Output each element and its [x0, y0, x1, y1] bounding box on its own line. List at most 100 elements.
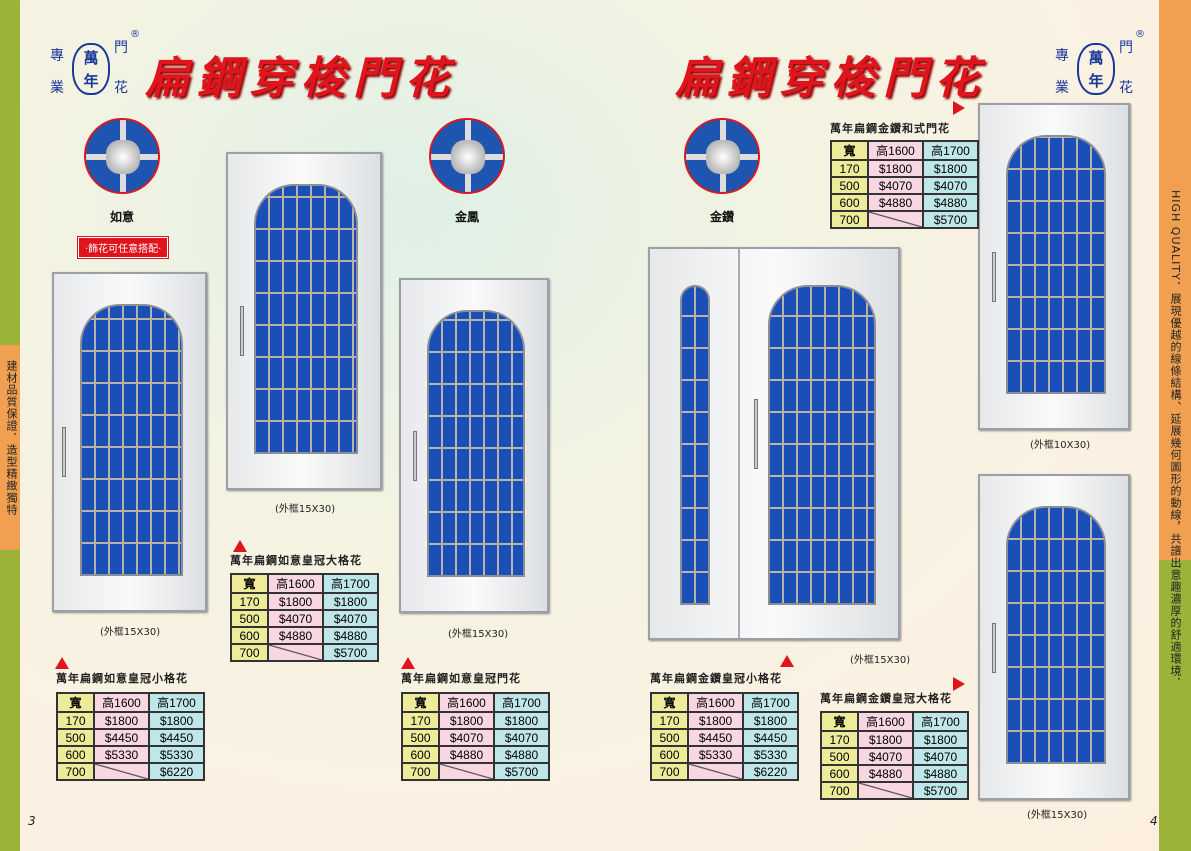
side-slogan-left: 建材品質保證．造型精緻獨特 — [5, 360, 18, 516]
table-cell: $1800 — [93, 711, 150, 730]
table-header-cell: 寬 — [56, 692, 95, 713]
price-table-title: 萬年扁鋼如意皇冠大格花 — [230, 554, 362, 567]
table-cell: 170 — [401, 711, 440, 730]
table-cell: $4070 — [912, 747, 969, 766]
table-header-cell: 寬 — [401, 692, 440, 713]
table-header-cell: 高1700 — [493, 692, 550, 713]
table-header-cell: 寬 — [820, 711, 859, 732]
table-cell: $1800 — [857, 730, 914, 749]
marker-triangle-icon — [55, 657, 69, 669]
table-header-cell: 高1600 — [267, 573, 324, 594]
door-glass-panel — [1006, 506, 1106, 764]
table-cell: 700 — [820, 781, 859, 800]
table-row: 600$4880$4880 — [830, 193, 979, 212]
table-header-cell: 高1700 — [742, 692, 799, 713]
table-cell: 500 — [830, 176, 869, 195]
table-cell: $4880 — [912, 764, 969, 783]
table-cell: $1800 — [148, 711, 205, 730]
price-table-title: 萬年扁鋼如意皇冠門花 — [401, 672, 521, 685]
table-cell: $4450 — [148, 728, 205, 747]
table-row: 700$5700 — [230, 643, 379, 662]
table-cell: $4070 — [322, 609, 379, 628]
marker-triangle-icon — [953, 101, 965, 115]
door-product-image — [226, 152, 382, 490]
door-glass-panel — [254, 184, 358, 454]
table-row: 500$4070$4070 — [230, 609, 379, 628]
door-glass-panel — [427, 310, 525, 577]
table-cell: $4450 — [742, 728, 799, 747]
door-caption: (外框15X30) — [275, 504, 336, 515]
table-header-cell: 寬 — [230, 573, 269, 594]
table-cell: $4070 — [922, 176, 979, 195]
table-cell: 700 — [830, 210, 869, 229]
door-handle-icon — [62, 427, 66, 477]
double-door-product-image — [648, 247, 900, 640]
table-row: 170$1800$1800 — [820, 730, 969, 749]
door-glass-panel — [768, 285, 876, 605]
table-cell: $4070 — [493, 728, 550, 747]
table-row: 500$4070$4070 — [820, 747, 969, 766]
table-row: 700$6220 — [650, 762, 799, 781]
door-caption: (外框15X30) — [448, 629, 509, 640]
table-header-cell: 高1700 — [322, 573, 379, 594]
table-cell: $4880 — [857, 764, 914, 783]
table-cell: 170 — [650, 711, 689, 730]
table-cell: $4070 — [438, 728, 495, 747]
table-row: 500$4450$4450 — [650, 728, 799, 747]
table-cell: $1800 — [438, 711, 495, 730]
table-cell: $4880 — [493, 745, 550, 764]
table-cell: $5700 — [922, 210, 979, 229]
table-cell: $4880 — [922, 193, 979, 212]
right-strip-top — [1159, 0, 1191, 560]
table-header-cell: 寬 — [650, 692, 689, 713]
table-cell: $5330 — [148, 745, 205, 764]
table-row: 500$4070$4070 — [401, 728, 550, 747]
door-caption: (外框15X30) — [100, 627, 161, 638]
marker-triangle-icon — [401, 657, 415, 669]
table-header-cell: 高1700 — [148, 692, 205, 713]
table-row: 170$1800$1800 — [650, 711, 799, 730]
page-number-left: 3 — [28, 814, 36, 828]
table-cell: $1800 — [493, 711, 550, 730]
table-cell: $5330 — [687, 745, 744, 764]
price-table-title: 萬年扁鋼金鑽和式門花 — [830, 122, 950, 135]
table-cell: 500 — [401, 728, 440, 747]
table-cell-na — [867, 210, 924, 229]
table-row: 170$1800$1800 — [230, 592, 379, 611]
table-cell: $1800 — [267, 592, 324, 611]
table-row: 700$5700 — [401, 762, 550, 781]
ornament-jinzuan-image — [684, 118, 760, 194]
table-row: 600$5330$5330 — [650, 745, 799, 764]
door-product-image — [978, 103, 1130, 430]
price-table-title: 萬年扁鋼如意皇冠小格花 — [56, 672, 188, 685]
table-cell: $4880 — [867, 193, 924, 212]
marker-triangle-icon — [953, 677, 965, 691]
table-header-cell: 高1600 — [93, 692, 150, 713]
table-cell: 500 — [820, 747, 859, 766]
table-row: 600$5330$5330 — [56, 745, 205, 764]
table-cell: 600 — [401, 745, 440, 764]
table-cell: $6220 — [742, 762, 799, 781]
table-row: 170$1800$1800 — [56, 711, 205, 730]
table-cell: $1800 — [742, 711, 799, 730]
table-cell-na — [687, 762, 744, 781]
door-side-panel — [680, 285, 710, 605]
table-cell-na — [267, 643, 324, 662]
table-header-cell: 高1600 — [687, 692, 744, 713]
table-cell: 700 — [56, 762, 95, 781]
page-number-right: 4 — [1150, 814, 1158, 828]
door-handle-icon — [240, 306, 244, 357]
door-product-image — [978, 474, 1130, 800]
table-cell: $4070 — [867, 176, 924, 195]
ornament-label: 金鳳 — [455, 210, 480, 224]
table-row: 600$4880$4880 — [401, 745, 550, 764]
table-cell: $5700 — [322, 643, 379, 662]
table-cell: $4070 — [267, 609, 324, 628]
